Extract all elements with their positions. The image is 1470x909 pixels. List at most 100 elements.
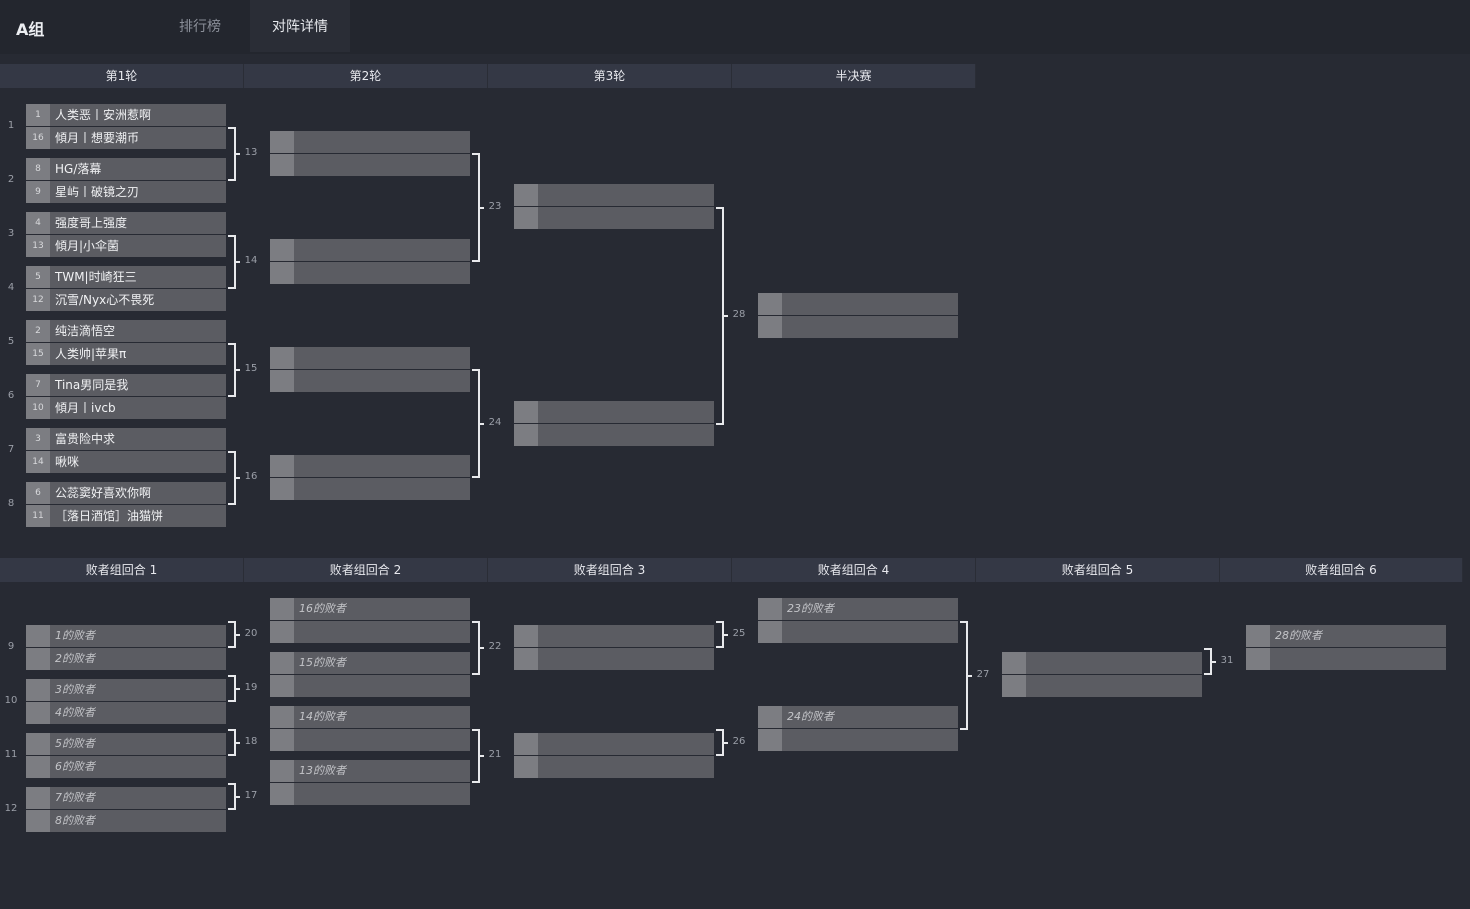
- winners-match[interactable]: [270, 239, 470, 285]
- player-slot[interactable]: 5的败者: [26, 733, 226, 755]
- player-slot[interactable]: 13的败者: [270, 760, 470, 782]
- winners-match[interactable]: [270, 455, 470, 501]
- losers-match[interactable]: 14的败者: [270, 706, 470, 752]
- player-slot[interactable]: 6的败者: [26, 756, 226, 778]
- losers-match[interactable]: 24的败者: [758, 706, 958, 752]
- player-slot[interactable]: [270, 455, 470, 477]
- seed-number: [1002, 652, 1026, 674]
- winners-round-header: 第3轮: [488, 64, 732, 88]
- player-slot[interactable]: [270, 370, 470, 392]
- player-slot[interactable]: [758, 293, 958, 315]
- losers-match[interactable]: [514, 625, 714, 671]
- player-slot[interactable]: [514, 733, 714, 755]
- seed-number: 13: [26, 235, 50, 257]
- player-slot[interactable]: [758, 316, 958, 338]
- player-slot[interactable]: [1002, 652, 1202, 674]
- player-slot[interactable]: [758, 621, 958, 643]
- player-slot[interactable]: 3的败者: [26, 679, 226, 701]
- seed-number: 16: [26, 127, 50, 149]
- player-name: 4的败者: [55, 706, 95, 719]
- player-name: 1的败者: [55, 629, 95, 642]
- player-slot[interactable]: 28的败者: [1246, 625, 1446, 647]
- winners-match[interactable]: [758, 293, 958, 339]
- match-number: 17: [244, 790, 258, 801]
- player-slot[interactable]: 4的败者: [26, 702, 226, 724]
- losers-match[interactable]: [514, 733, 714, 779]
- player-slot[interactable]: [514, 625, 714, 647]
- player-slot[interactable]: [270, 729, 470, 751]
- player-slot[interactable]: [514, 207, 714, 229]
- winners-match[interactable]: [514, 184, 714, 230]
- losers-match[interactable]: [1002, 652, 1202, 698]
- player-slot[interactable]: 15的败者: [270, 652, 470, 674]
- player-slot[interactable]: [514, 648, 714, 670]
- winners-match[interactable]: [270, 347, 470, 393]
- player-slot[interactable]: [270, 478, 470, 500]
- losers-match[interactable]: 16的败者: [270, 598, 470, 644]
- player-slot[interactable]: 8的败者: [26, 810, 226, 832]
- seed-number: [270, 131, 294, 153]
- player-slot[interactable]: 2的败者: [26, 648, 226, 670]
- player-slot[interactable]: [270, 347, 470, 369]
- losers-match[interactable]: 23的败者: [758, 598, 958, 644]
- tab-leaderboard[interactable]: 排行榜: [179, 19, 221, 35]
- player-slot[interactable]: 7的败者: [26, 787, 226, 809]
- player-slot[interactable]: [514, 184, 714, 206]
- bracket-connector: [228, 783, 236, 810]
- player-slot[interactable]: [270, 131, 470, 153]
- player-slot[interactable]: [1002, 675, 1202, 697]
- player-slot[interactable]: 11［落日酒馆］油猫饼: [26, 505, 226, 527]
- player-slot[interactable]: [270, 262, 470, 284]
- player-slot[interactable]: [514, 424, 714, 446]
- player-slot[interactable]: [514, 401, 714, 423]
- player-slot[interactable]: 16的败者: [270, 598, 470, 620]
- losers-match[interactable]: 3的败者 4的败者: [26, 679, 226, 725]
- winners-match[interactable]: [270, 131, 470, 177]
- seed-number: [270, 675, 294, 697]
- player-slot[interactable]: [270, 675, 470, 697]
- losers-match[interactable]: 13的败者: [270, 760, 470, 806]
- seed-number: [514, 207, 538, 229]
- player-slot[interactable]: 14的败者: [270, 706, 470, 728]
- losers-match[interactable]: 28的败者: [1246, 625, 1446, 671]
- player-slot[interactable]: [514, 756, 714, 778]
- player-slot[interactable]: [1246, 648, 1446, 670]
- player-slot[interactable]: [270, 621, 470, 643]
- losers-match[interactable]: 15的败者: [270, 652, 470, 698]
- player-slot[interactable]: 24的败者: [758, 706, 958, 728]
- winners-match[interactable]: [514, 401, 714, 447]
- player-slot[interactable]: 1的败者: [26, 625, 226, 647]
- player-slot[interactable]: 23的败者: [758, 598, 958, 620]
- player-slot[interactable]: [270, 154, 470, 176]
- losers-match[interactable]: 1的败者 2的败者: [26, 625, 226, 671]
- player-slot[interactable]: [758, 729, 958, 751]
- tab-match-details[interactable]: 对阵详情: [250, 0, 350, 52]
- player-slot[interactable]: [270, 239, 470, 261]
- player-slot[interactable]: [270, 783, 470, 805]
